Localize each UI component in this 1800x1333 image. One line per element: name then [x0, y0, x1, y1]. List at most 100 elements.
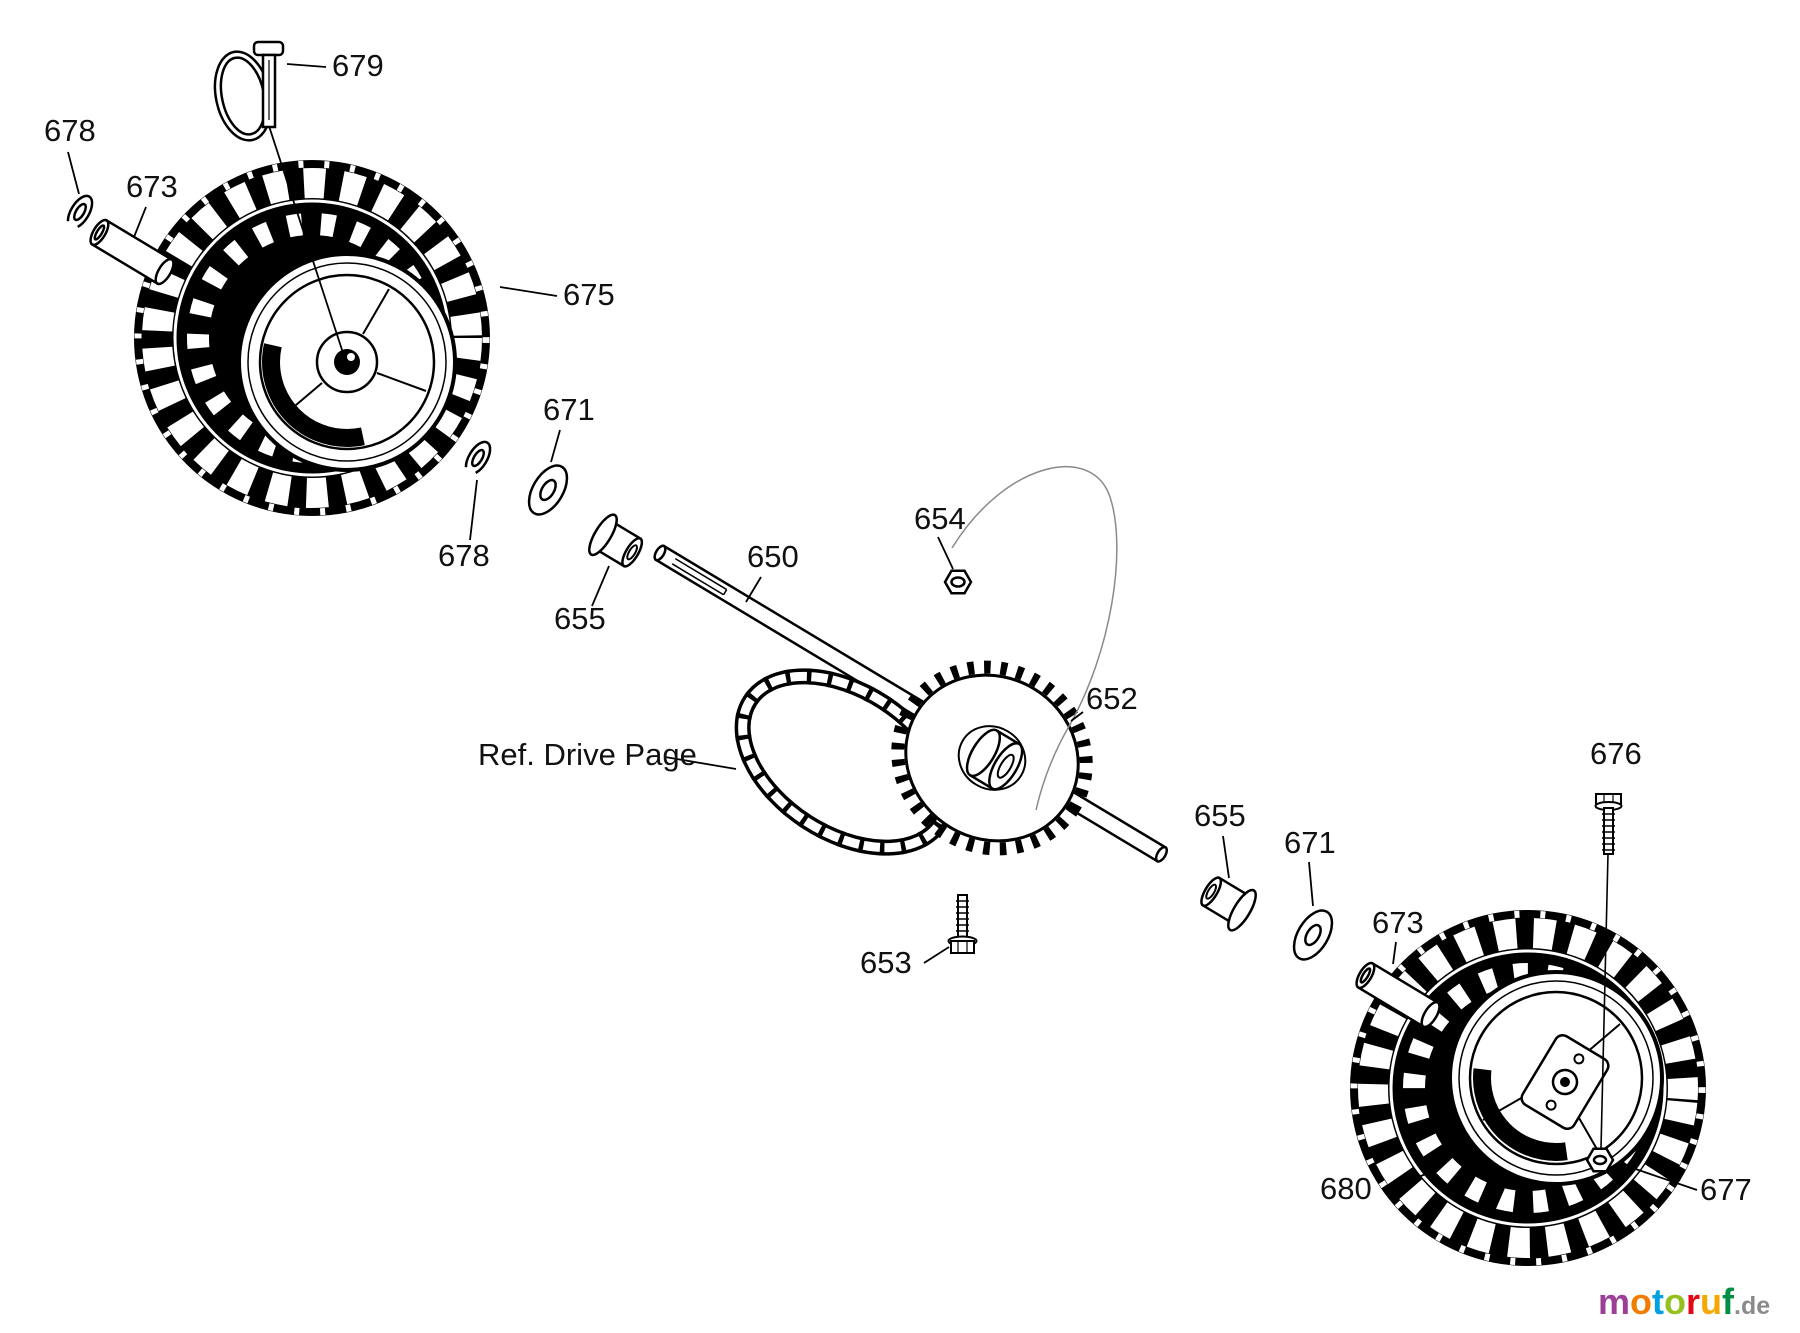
tread-edge-ticks — [1350, 910, 1706, 1266]
shaft-end-right — [1154, 845, 1169, 863]
sprocket-hub-body — [969, 729, 1020, 790]
watermark-letter: r — [1686, 1281, 1700, 1322]
rim-inner-ring — [1468, 990, 1644, 1166]
callout-leaders — [67, 63, 1698, 1191]
leader-678-outer — [67, 151, 80, 195]
leader-673-left — [133, 206, 147, 238]
bushing-right — [1200, 876, 1257, 932]
leader-675 — [499, 286, 558, 297]
nut-crown — [950, 576, 966, 588]
e-ring-outer — [66, 194, 94, 230]
leader-679 — [286, 63, 327, 68]
shaft-end-left — [653, 544, 667, 562]
spacer-tube-right — [1355, 961, 1441, 1029]
callout-ref-drive-page: Ref. Drive Page — [478, 737, 697, 772]
bushing-left — [588, 513, 644, 568]
rim-shadow-crescent — [1473, 995, 1639, 1161]
callout-673-right: 673 — [1372, 905, 1424, 940]
leader-655-right — [1222, 835, 1230, 879]
hub-bolt — [1594, 793, 1623, 1149]
bolt-threads — [1602, 813, 1615, 851]
callout-673-left: 673 — [126, 169, 178, 204]
pin-axis-line — [268, 125, 345, 357]
bushing-flange — [1227, 888, 1257, 932]
rim-outer-ring — [247, 262, 447, 462]
shaft-keyway — [671, 558, 728, 596]
hub-nut — [1585, 1147, 1615, 1173]
ghost-outline-curve — [951, 465, 1118, 811]
bolt-head — [950, 940, 975, 954]
rim-outer-ring — [1458, 980, 1654, 1176]
callout-675: 675 — [563, 277, 615, 312]
callout-labels: 679 678 673 675 671 678 655 650 654 652 … — [44, 48, 1752, 1207]
leader-650 — [745, 576, 762, 603]
bushing-bore — [1205, 883, 1217, 900]
watermark-letter: f — [1722, 1281, 1735, 1322]
spacer-bore — [1359, 967, 1372, 984]
wheel-left — [134, 160, 490, 516]
sprocket-inner-ring — [957, 725, 1027, 791]
callout-676: 676 — [1590, 736, 1642, 771]
hub-plate — [1520, 1033, 1610, 1131]
callout-678-inner: 678 — [438, 538, 490, 573]
hub-bore-highlight — [347, 353, 355, 361]
leader-677 — [1617, 1162, 1698, 1191]
sprocket — [891, 660, 1093, 856]
watermark-letter: u — [1700, 1281, 1722, 1322]
flange-nut-sprocket — [943, 569, 973, 595]
washer-hole — [1304, 923, 1322, 947]
callout-678-outer: 678 — [44, 113, 96, 148]
watermark-letter: t — [1652, 1281, 1664, 1322]
nut-crown — [1592, 1154, 1608, 1166]
bolt-threads — [956, 900, 969, 938]
motoruf-watermark: motoruf.de — [1598, 1281, 1770, 1322]
bolt-head-facets — [957, 941, 968, 953]
e-ring-hole — [470, 448, 486, 468]
drive-chain — [734, 668, 956, 856]
rim-inner-ring — [258, 273, 436, 451]
leader-673-right — [1392, 941, 1397, 965]
wheel-spokes — [282, 288, 427, 417]
callout-650: 650 — [747, 539, 799, 574]
bolt-shaft — [957, 894, 968, 942]
hub-bore — [334, 349, 360, 375]
callout-679: 679 — [332, 48, 384, 83]
leader-653 — [923, 946, 950, 964]
callout-654: 654 — [914, 501, 966, 536]
leader-655-left — [591, 565, 610, 607]
watermark-letter: o — [1664, 1281, 1686, 1322]
pin-head — [252, 40, 285, 57]
hub-plate-hole-top — [1573, 1053, 1585, 1065]
watermark-suffix: .de — [1734, 1292, 1770, 1320]
washer-left — [527, 464, 569, 516]
callout-671-left: 671 — [543, 392, 595, 427]
wheel-right — [1350, 910, 1706, 1266]
watermark-letter: m — [1598, 1281, 1630, 1322]
bushing-flange — [588, 513, 618, 557]
rim-shadow-crescent — [262, 277, 432, 447]
leader-678-inner — [469, 479, 478, 541]
hub-plate-hole-bottom — [1545, 1099, 1557, 1111]
tread-knobs-outer — [1358, 918, 1698, 1258]
bolt-shaft — [1603, 807, 1614, 855]
leader-654 — [937, 536, 954, 570]
leader-671-right — [1308, 861, 1314, 907]
callout-677: 677 — [1700, 1172, 1752, 1207]
e-ring-hole — [72, 202, 88, 222]
washer-right — [1292, 909, 1334, 961]
leader-ref-drive-page — [664, 756, 737, 770]
bolt-sprocket — [947, 894, 978, 954]
leader-652 — [1070, 711, 1084, 722]
tire-shoulder-line — [1389, 949, 1667, 1227]
tread-edge-ticks — [134, 160, 490, 516]
spacer-bore — [93, 224, 106, 241]
sprocket-bore — [996, 753, 1015, 779]
e-ring-inner — [464, 440, 492, 476]
sprocket-teeth — [891, 660, 1093, 856]
callout-652: 652 — [1086, 681, 1138, 716]
callout-655-right: 655 — [1194, 798, 1246, 833]
spacer-end-right — [154, 257, 175, 286]
callout-680: 680 — [1320, 1171, 1372, 1206]
